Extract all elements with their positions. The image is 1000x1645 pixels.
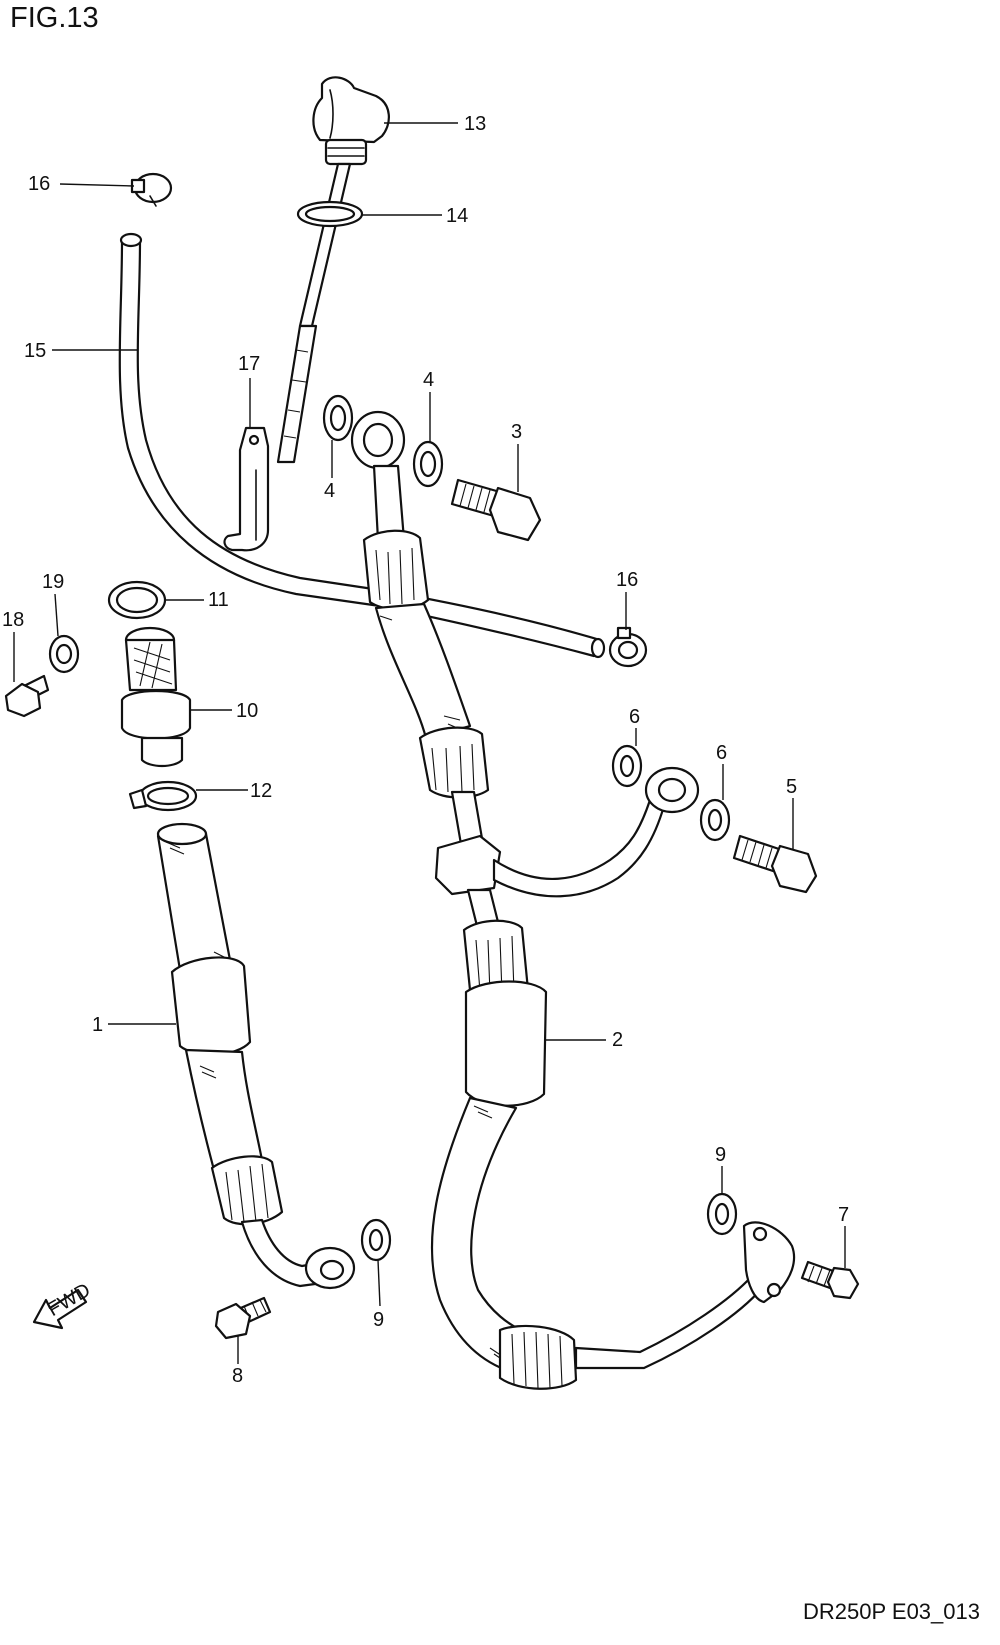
hose-bracket[interactable] — [223, 426, 270, 552]
callout-3: 3 — [511, 421, 522, 443]
callout-4-left: 4 — [324, 480, 335, 502]
callout-18: 18 — [2, 609, 24, 631]
callout-6-right: 6 — [716, 742, 727, 764]
callout-16-right: 16 — [616, 569, 638, 591]
gasket-4-right[interactable] — [412, 440, 444, 488]
union-bolt-3[interactable] — [450, 478, 542, 542]
callout-7: 7 — [838, 1204, 849, 1226]
forward-direction-arrow: FWD — [32, 1279, 94, 1330]
callout-6-left: 6 — [629, 706, 640, 728]
drain-plug[interactable] — [4, 674, 50, 718]
bolt-7[interactable] — [800, 1260, 860, 1300]
callout-10: 10 — [236, 700, 258, 722]
callout-15: 15 — [24, 340, 46, 362]
leader-lines — [13, 122, 846, 1364]
o-ring-11[interactable] — [107, 580, 167, 620]
o-ring-cap[interactable] — [296, 200, 364, 228]
drawing-code: DR250P E03_013 — [803, 1599, 980, 1624]
callout-5: 5 — [786, 776, 797, 798]
callout-9-left: 9 — [373, 1309, 384, 1331]
callout-14: 14 — [446, 205, 468, 227]
hose-clamp-right[interactable] — [608, 626, 648, 668]
callout-labels: 13 14 16 15 17 4 4 3 16 11 19 18 10 12 6… — [2, 113, 849, 1387]
gasket-9-right[interactable] — [706, 1192, 738, 1236]
callout-2: 2 — [612, 1029, 623, 1051]
gasket-4-left[interactable] — [322, 394, 354, 442]
oil-hose-2[interactable] — [350, 410, 796, 1390]
figure-title: FIG.13 — [10, 2, 99, 34]
bolt-8[interactable] — [214, 1296, 272, 1340]
hose-clamp-top[interactable] — [130, 172, 173, 207]
callout-11: 11 — [208, 589, 229, 611]
oil-filler-cap[interactable] — [276, 76, 390, 464]
oil-hose-1[interactable] — [156, 822, 356, 1290]
breather-hose[interactable] — [118, 232, 606, 659]
callout-8: 8 — [232, 1365, 243, 1387]
oil-strainer[interactable] — [120, 626, 192, 768]
union-bolt-5[interactable] — [732, 834, 818, 894]
fwd-label: FWD — [44, 1279, 94, 1321]
hose-clamp-12[interactable] — [128, 780, 198, 812]
callout-16-top: 16 — [28, 173, 50, 195]
callout-9-right: 9 — [715, 1144, 726, 1166]
callout-19: 19 — [42, 571, 64, 593]
callout-12: 12 — [250, 780, 272, 802]
gasket-6-right[interactable] — [699, 798, 731, 842]
callout-4-right: 4 — [423, 369, 434, 391]
gasket-9-left[interactable] — [360, 1218, 392, 1262]
callout-13: 13 — [464, 113, 486, 135]
callout-17: 17 — [238, 353, 260, 375]
callout-1: 1 — [92, 1014, 103, 1036]
gasket-6-left[interactable] — [611, 744, 643, 788]
gasket-19[interactable] — [48, 634, 80, 674]
